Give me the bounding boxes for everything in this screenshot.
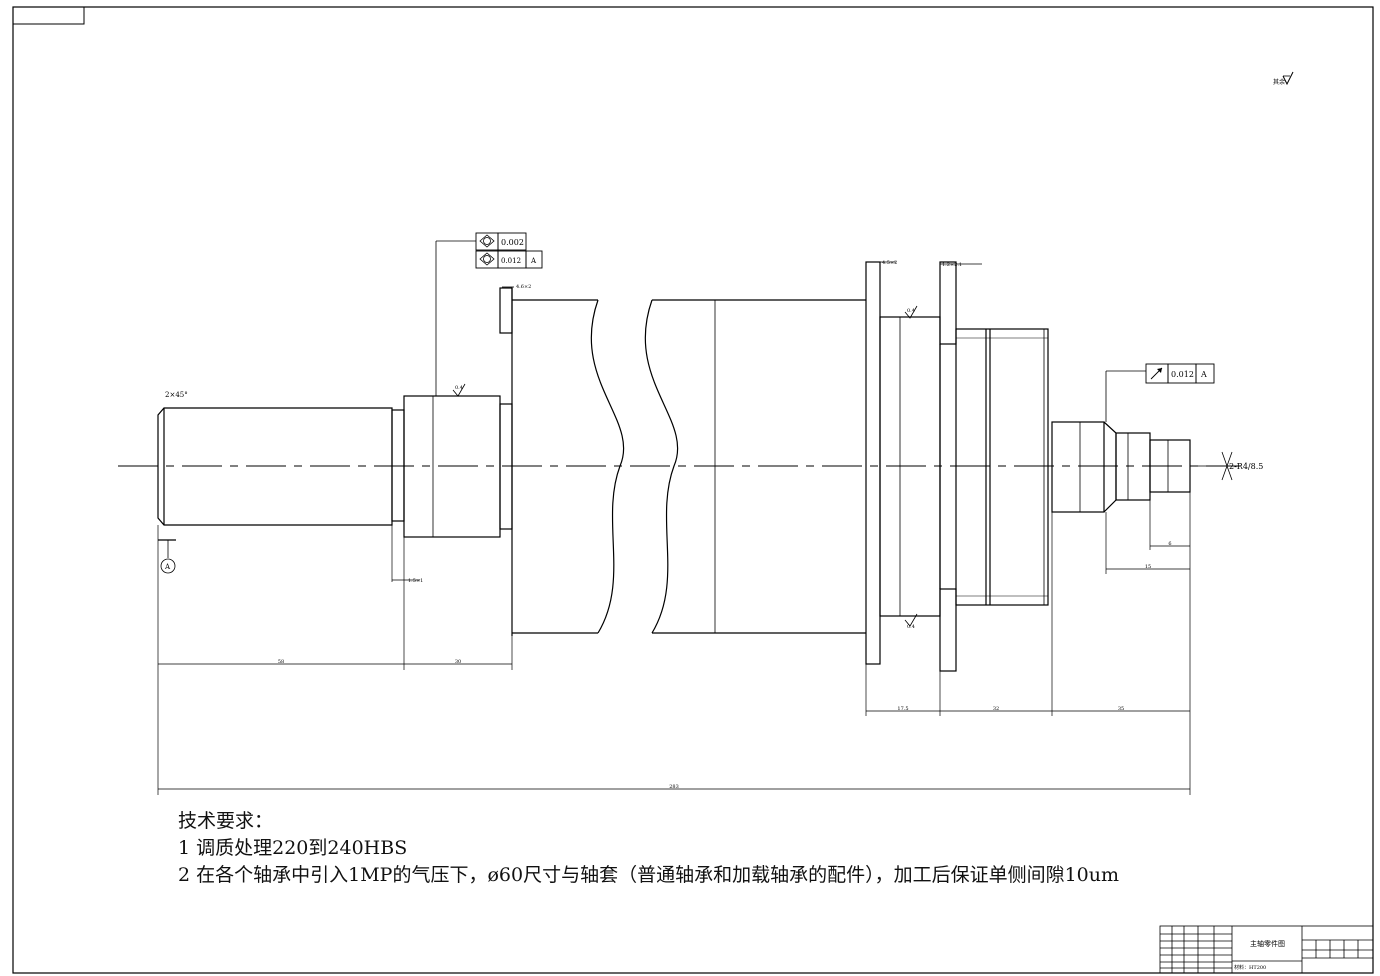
material-label: 材料：HT200 [1234,964,1266,971]
flange-right-2-bottom [939,588,957,672]
svg-text:0.4: 0.4 [907,308,915,314]
svg-text:A: A [530,257,537,265]
svg-text:0.012: 0.012 [501,257,521,265]
tech-requirements-title: 技术要求： [178,810,274,832]
roughness-symbols [392,261,982,627]
general-roughness-mark: 其余 [1273,71,1294,86]
break-line-right [644,299,679,634]
svg-text:0.4: 0.4 [907,624,915,630]
flange-right-2-top [939,261,957,345]
svg-text:15: 15 [1145,564,1151,570]
svg-text:0.002: 0.002 [501,238,524,247]
svg-text:1.2×2.1: 1.2×2.1 [942,262,962,268]
svg-text:283: 283 [669,784,679,790]
part-name: 主轴零件图 [1250,939,1285,948]
svg-text:0.012: 0.012 [1171,370,1194,379]
svg-text:6: 6 [1168,541,1171,547]
shaft-small-end-1 [1051,421,1105,513]
flange-right [865,261,881,665]
technical-requirements: 技术要求： 1 调质处理220到240HBS 2 在各个轴承中引入1MP的气压下… [178,808,1119,889]
svg-text:A: A [164,563,171,571]
svg-text:35: 35 [1118,706,1124,712]
break-line-left [590,299,625,634]
datum-a-symbol: A [158,539,176,574]
dimension-lines [157,492,1191,795]
svg-text:4.5×2: 4.5×2 [882,260,897,266]
svg-text:17.5: 17.5 [897,706,908,712]
svg-text:4.6×2: 4.6×2 [516,284,531,290]
flange-top [499,287,513,334]
chamfer-note: 2×45° [165,391,188,399]
svg-text:其余: 其余 [1273,78,1285,86]
svg-text:30: 30 [455,659,461,665]
svg-text:58: 58 [278,659,284,665]
title-block [1159,925,1374,974]
drawing-number-box [12,6,85,25]
tech-requirement-item: 1 调质处理220到240HBS [178,837,408,859]
svg-text:0.4: 0.4 [455,385,463,391]
svg-text:A: A [1200,370,1207,379]
fcf-mid: 0.012 A [475,250,543,269]
drawing-border [12,6,1374,974]
svg-text:32: 32 [993,706,999,712]
center-hole-note: 2-R4/8.5 [1190,451,1263,481]
shaft-thread-section [955,328,1049,606]
svg-text:2-R4/8.5: 2-R4/8.5 [1229,462,1263,471]
svg-text:1.5×1: 1.5×1 [408,578,423,584]
small-notes: 4.6×2 1.5×1 4.5×2 1.2×2.1 0.4 0.4 0.4 [408,260,962,630]
tech-requirement-item: 2 在各个轴承中引入1MP的气压下，ø60尺寸与轴套（普通轴承和加载轴承的配件）… [178,864,1120,886]
fcf-top: 0.002 [435,232,527,396]
dimension-values: 58 30 17.5 32 35 6 15 283 [278,541,1172,790]
fcf-right: 0.012 A [1105,363,1215,422]
shaft-taper [1103,421,1117,513]
